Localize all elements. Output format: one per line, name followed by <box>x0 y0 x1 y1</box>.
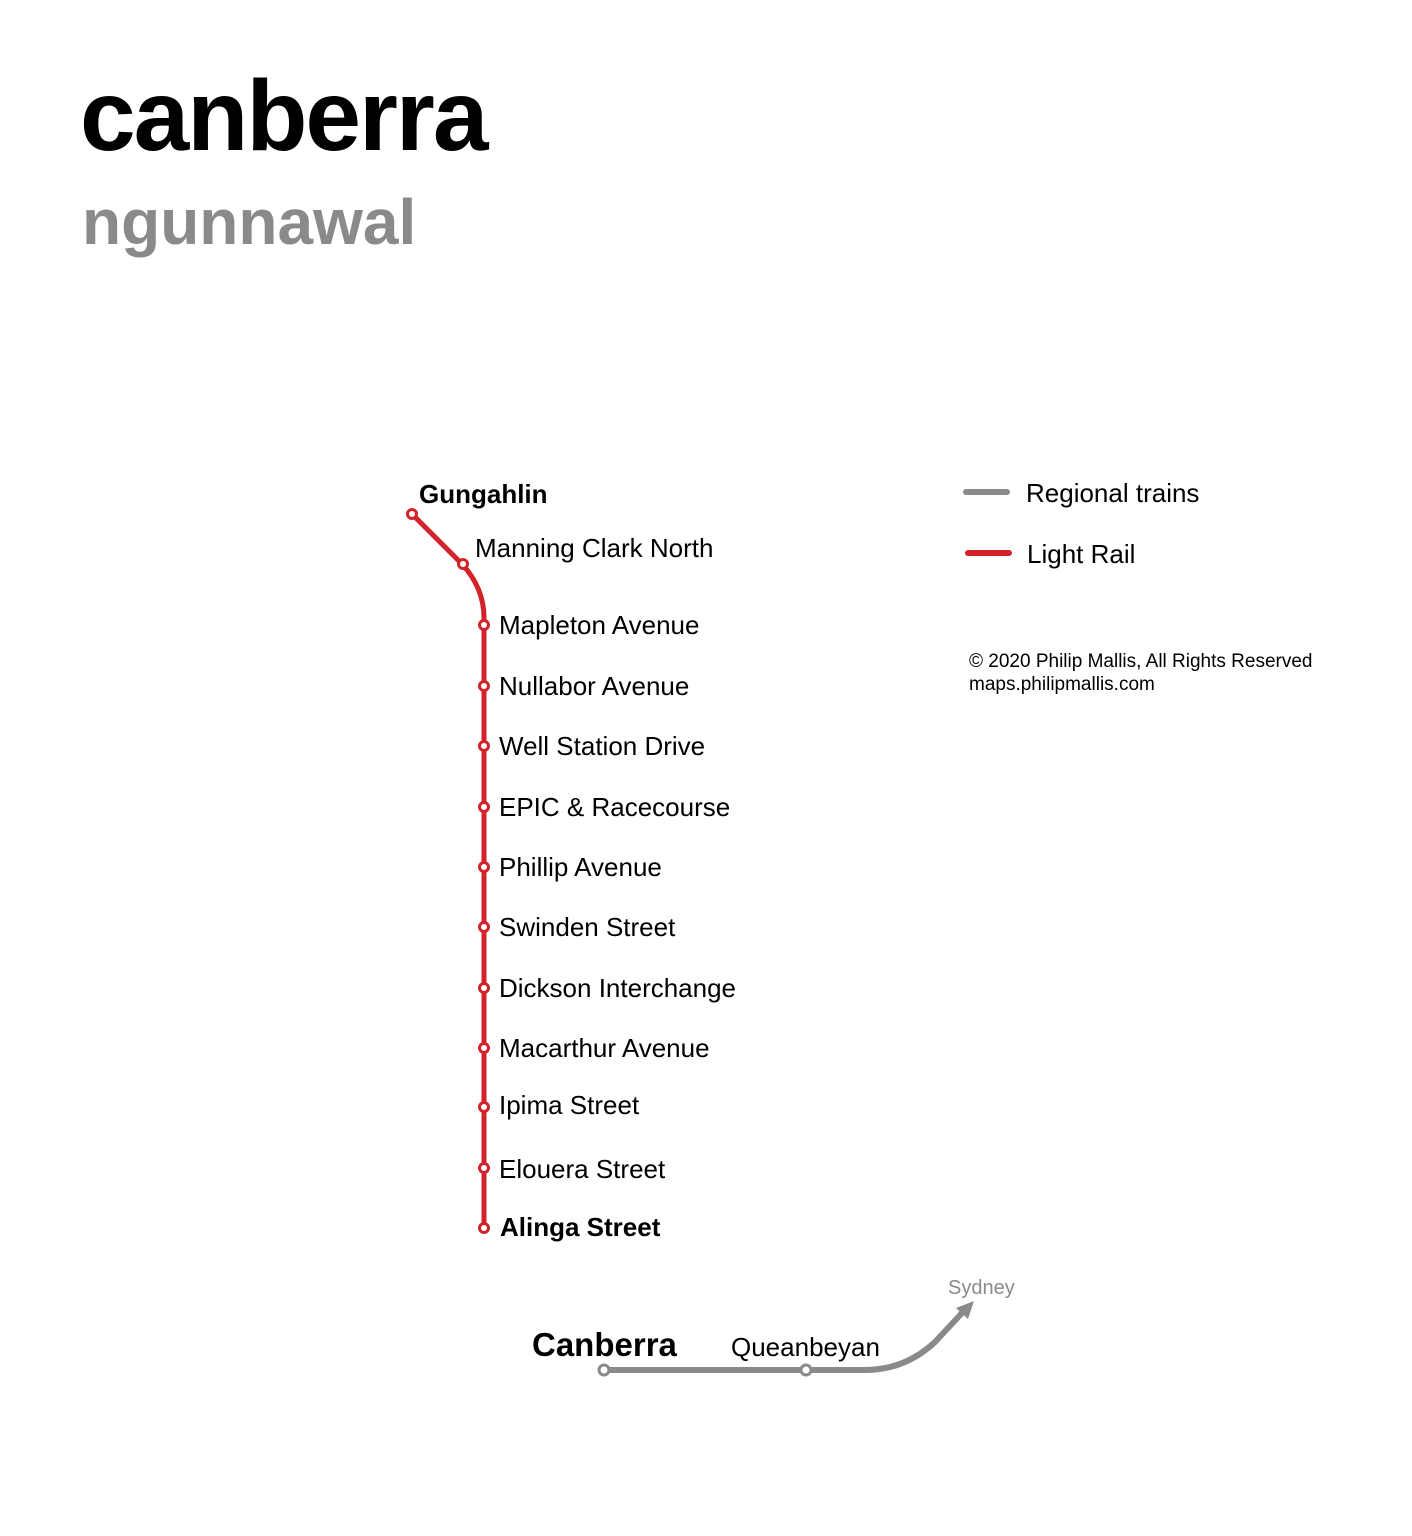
station-label: Macarthur Avenue <box>499 1033 710 1063</box>
station-marker <box>478 680 490 692</box>
station-marker <box>478 982 490 994</box>
regional-train-line <box>601 1310 965 1373</box>
station-label: Manning Clark North <box>475 533 713 563</box>
station-label: Dickson Interchange <box>499 973 736 1003</box>
regional-station-marker <box>799 1363 813 1377</box>
credit-block: © 2020 Philip Mallis, All Rights Reserve… <box>969 650 1312 696</box>
station-label: Well Station Drive <box>499 731 705 761</box>
station-label: Elouera Street <box>499 1154 666 1184</box>
station-label: Nullabor Avenue <box>499 671 689 701</box>
station-marker <box>478 619 490 631</box>
station-marker <box>478 1042 490 1054</box>
legend: Regional trains Light Rail <box>963 478 1199 569</box>
station-label: Mapleton Avenue <box>499 610 699 640</box>
regional-stations: Canberra Queanbeyan <box>532 1326 880 1377</box>
arrow-icon <box>956 1301 974 1319</box>
station-marker <box>478 801 490 813</box>
map-title: canberra <box>80 60 488 172</box>
station-label: Alinga Street <box>500 1212 661 1242</box>
legend-label-light-rail: Light Rail <box>1027 539 1135 569</box>
light-rail-line <box>409 511 487 1231</box>
station-label: EPIC & Racecourse <box>499 792 730 822</box>
station-marker <box>478 1101 490 1113</box>
map-subtitle: ngunnawal <box>82 186 417 258</box>
copyright-text: © 2020 Philip Mallis, All Rights Reserve… <box>969 651 1313 672</box>
station-marker <box>478 861 490 873</box>
station-marker <box>478 921 490 933</box>
destination-label: Sydney <box>948 1277 1015 1299</box>
station-marker <box>478 1222 490 1234</box>
station-label: Ipima Street <box>499 1090 640 1120</box>
regional-station-label: Queanbeyan <box>731 1332 880 1362</box>
station-label: Phillip Avenue <box>499 852 662 882</box>
legend-label-regional: Regional trains <box>1026 478 1199 508</box>
station-marker <box>457 558 469 570</box>
station-marker <box>478 740 490 752</box>
regional-station-marker <box>597 1363 611 1377</box>
website-link[interactable]: maps.philipmallis.com <box>969 674 1155 695</box>
regional-station-label: Canberra <box>532 1326 678 1363</box>
station-marker <box>478 1162 490 1174</box>
station-marker <box>406 508 418 520</box>
station-label: Gungahlin <box>419 479 548 509</box>
station-label: Swinden Street <box>499 912 676 942</box>
